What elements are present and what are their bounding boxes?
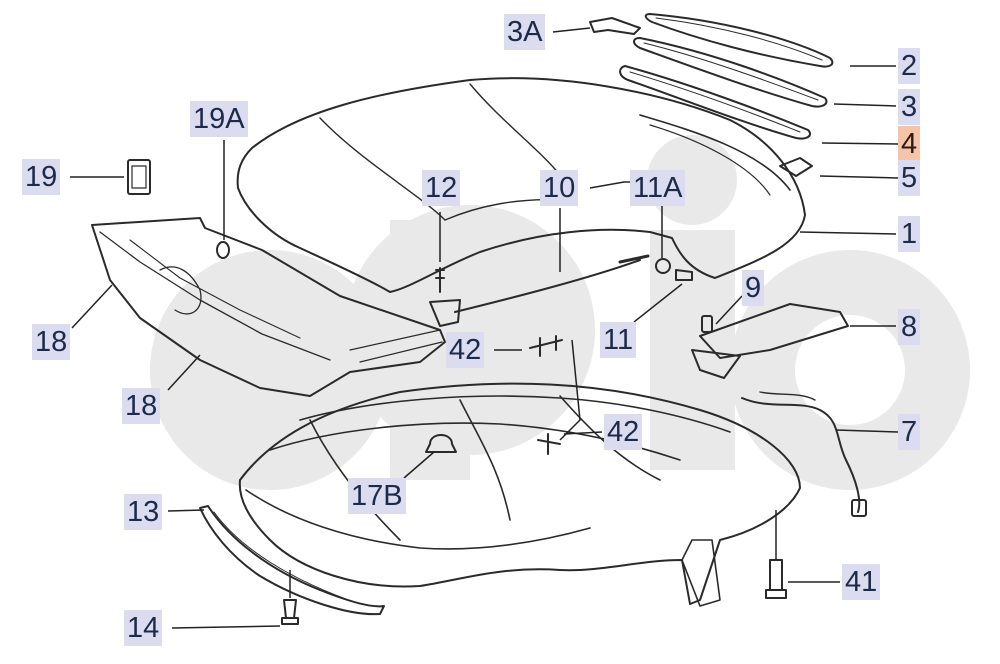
part-8-base — [691, 349, 741, 379]
strip-13-inner — [213, 511, 361, 605]
roof-seam-left — [319, 117, 446, 221]
seal-4 — [619, 65, 812, 140]
roof-cover — [236, 77, 806, 293]
callout-3[interactable]: 3 — [898, 89, 921, 125]
leader-13 — [167, 509, 205, 512]
part-19-inner — [131, 165, 147, 189]
part-3A — [589, 17, 641, 35]
part-19A — [216, 241, 230, 259]
callout-12[interactable]: 12 — [422, 170, 461, 206]
wiring-7 — [741, 397, 861, 513]
callout-1[interactable]: 1 — [898, 216, 921, 252]
seal-2-inner — [655, 17, 823, 61]
wiring-7b — [759, 391, 816, 401]
part-11 — [675, 269, 693, 281]
leader-3A — [552, 27, 591, 33]
seal-3 — [633, 37, 828, 108]
top-frame-front-bow — [245, 489, 591, 550]
callout-18-left[interactable]: 18 — [32, 324, 71, 360]
leader-4 — [821, 142, 899, 145]
part-12-stud — [435, 267, 445, 293]
rear-window-inner — [649, 124, 771, 196]
callout-17B[interactable]: 17B — [348, 478, 406, 514]
leader-lines — [70, 27, 899, 629]
roof-seam-right — [469, 83, 561, 176]
leader-42a-rod — [559, 339, 581, 441]
cable-10-end — [618, 254, 650, 264]
part-17B — [425, 434, 457, 453]
leader-9 — [715, 295, 743, 325]
trim-panel-bracket — [159, 266, 202, 315]
leader-18a — [71, 284, 113, 329]
callout-5[interactable]: 5 — [898, 160, 921, 196]
leader-42b — [563, 431, 603, 435]
top-frame-pillar — [681, 539, 721, 607]
part-12-bracket — [429, 299, 461, 327]
callout-7[interactable]: 7 — [898, 414, 921, 450]
trim-panel-edge — [99, 231, 331, 361]
seal-2 — [644, 13, 834, 68]
callout-9[interactable]: 9 — [742, 270, 765, 306]
seal-3-inner — [643, 42, 819, 101]
wiring-7-plug — [851, 499, 867, 517]
cable-10 — [454, 259, 641, 313]
part-11A — [655, 258, 671, 274]
callout-19A[interactable]: 19A — [190, 101, 248, 137]
seal-4-inner — [629, 71, 801, 133]
leader-5 — [819, 175, 899, 179]
top-frame — [238, 382, 801, 605]
callout-11A[interactable]: 11A — [630, 170, 686, 206]
callout-13[interactable]: 13 — [124, 494, 163, 530]
leader-18b — [167, 354, 201, 391]
callout-3A[interactable]: 3A — [504, 14, 546, 50]
leader-11 — [633, 283, 683, 323]
callout-10[interactable]: 10 — [540, 170, 579, 206]
bolt-41 — [765, 559, 787, 599]
screw-14 — [281, 599, 299, 625]
leader-17B — [403, 451, 435, 479]
trim-panel-edge-2 — [129, 239, 301, 339]
part-8-plate — [699, 303, 849, 359]
strip-13 — [199, 505, 385, 616]
callout-4-highlighted[interactable]: 4 — [898, 126, 921, 162]
callout-19[interactable]: 19 — [22, 159, 61, 195]
callout-42-upper[interactable]: 42 — [446, 332, 485, 368]
callout-14[interactable]: 14 — [124, 610, 163, 646]
fastener-42b — [537, 433, 561, 455]
part-9-stud — [701, 315, 713, 333]
leader-3 — [833, 103, 897, 107]
top-frame-rail-left — [309, 419, 401, 541]
callout-8[interactable]: 8 — [898, 309, 921, 345]
callout-41[interactable]: 41 — [842, 564, 881, 600]
trim-lip — [349, 329, 443, 363]
part-5 — [779, 157, 813, 177]
top-frame-bow-2 — [299, 395, 731, 433]
callout-11[interactable]: 11 — [600, 322, 637, 358]
top-frame-link — [459, 399, 511, 521]
callout-2[interactable]: 2 — [898, 48, 921, 84]
callout-18-lower[interactable]: 18 — [122, 388, 161, 424]
leader-1 — [799, 231, 897, 235]
leader-14 — [171, 625, 281, 629]
leader-7 — [835, 429, 899, 433]
fastener-42a — [529, 335, 563, 357]
callout-42-lower[interactable]: 42 — [604, 414, 643, 450]
rear-window-frame — [639, 114, 791, 191]
part-19 — [127, 159, 151, 195]
